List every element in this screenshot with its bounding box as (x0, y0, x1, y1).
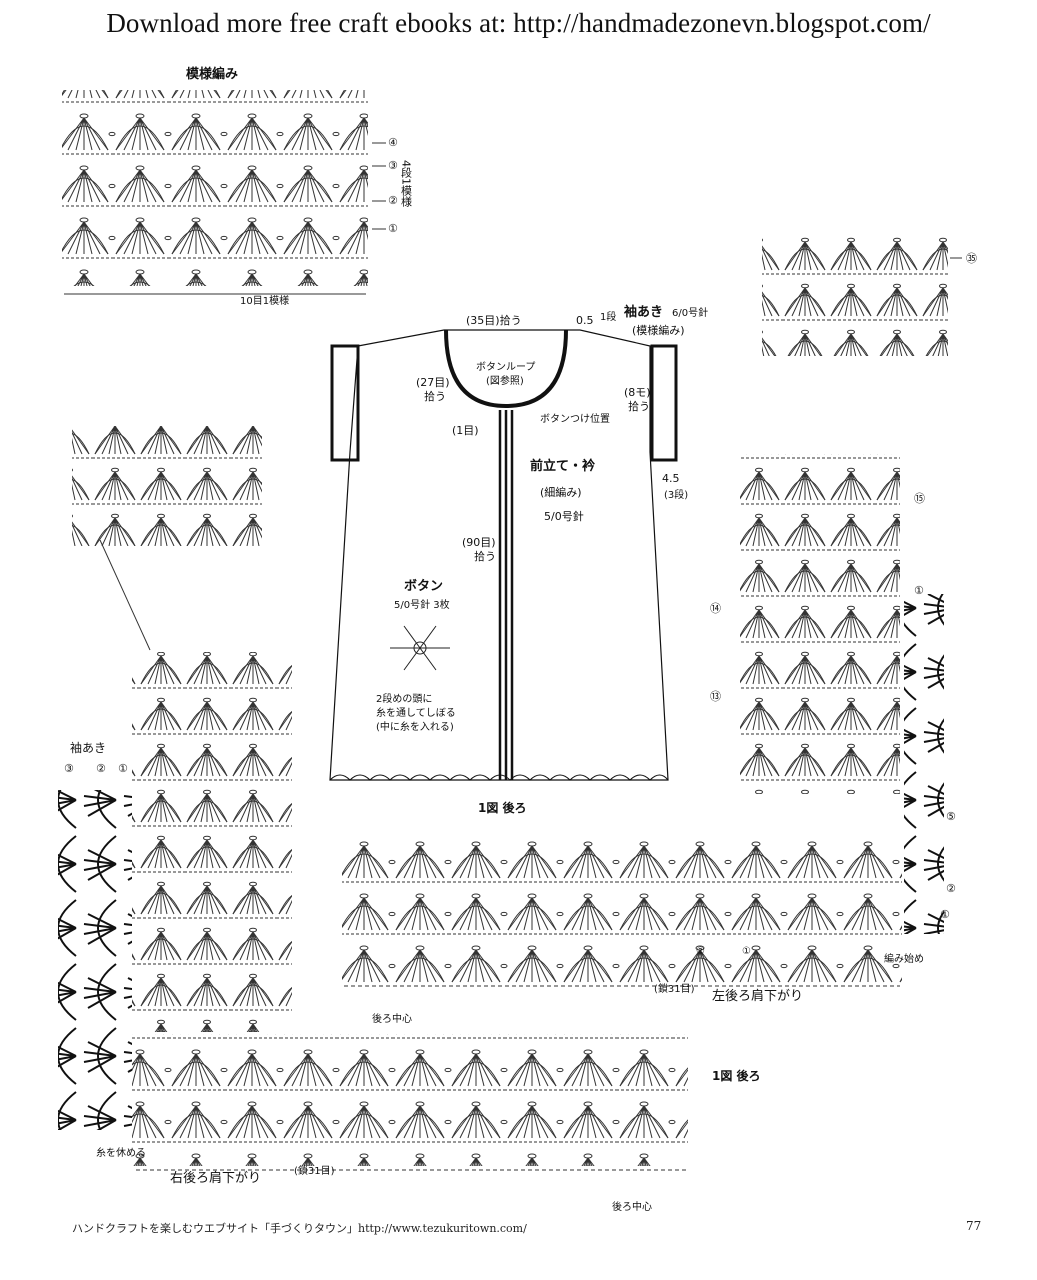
front-pick-label: (90目) (462, 536, 496, 549)
button-loop-label: ボタンループ (476, 361, 535, 373)
left-pick-label: (27目) (416, 376, 450, 389)
swatch-bottom-label: 10目1模様 (240, 294, 289, 307)
lower-chart-top: 編み始め ② ① (鎖31目) 左後ろ肩下がり 後ろ中心 (342, 838, 924, 1025)
right-mark-14: ⑭ (710, 602, 721, 615)
sleeve-needle: 6/0号針 (672, 306, 708, 319)
button-note-3: (中に糸を入れる) (376, 720, 454, 733)
figure-label-upper: 1図 後ろ (478, 800, 527, 815)
button-note-1: 2段めの頭に (376, 692, 432, 705)
right-sleeve-band (652, 346, 676, 460)
swatch-repeat-label: 4段1模様 (400, 160, 413, 207)
left-pick-label-2: 拾う (424, 389, 446, 403)
front-band (500, 410, 512, 780)
front-band-stitch: (細編み) (540, 485, 582, 499)
right-mark-1b: ① (940, 908, 950, 921)
back-center-top: 後ろ中心 (372, 1012, 412, 1025)
sleeve-opening-mark-3: ③ (64, 762, 74, 775)
left-shell-chart (72, 426, 262, 546)
sleeve-opening-title: 袖あき (70, 740, 106, 755)
back-center-bottom: 後ろ中心 (612, 1200, 652, 1213)
sleeve-stitch: (模様編み) (632, 323, 685, 337)
front-pick-label-2: 拾う (474, 549, 496, 563)
lower-mark-1: ① (742, 946, 751, 957)
swatch-title: 模様編み (186, 66, 238, 82)
left-chain-label: (鎖31目) (654, 982, 695, 995)
right-pick-label-2: 拾う (628, 399, 650, 413)
top-right-mark: ㉟ (966, 252, 977, 265)
left-shoulder-label: 左後ろ肩下がり (712, 988, 803, 1004)
sleeve-opening-mark-1: ① (118, 762, 128, 775)
swatch-row-1: ① (388, 222, 398, 235)
sleeve-title: 袖あき (624, 304, 663, 320)
page-number: 77 (966, 1219, 981, 1233)
front-band-title: 前立て・衿 (530, 458, 595, 474)
figure-label-lower: 1図 後ろ (712, 1068, 761, 1083)
sleeve-count-top: 0.5 (576, 314, 594, 327)
right-mark-15: ⑮ (914, 492, 925, 505)
right-mark-2: ② (946, 882, 956, 895)
pattern-swatch: 模様編み ④ ③ ② ① 4段1模様 10目1模様 (62, 66, 413, 307)
rest-yarn-label: 糸を休める (96, 1147, 146, 1159)
button-diagram (390, 626, 450, 670)
right-shoulder-label: 右後ろ肩下がり (170, 1170, 261, 1186)
right-mark-13: ⑬ (710, 690, 721, 703)
button-spec: 5/0号針 3枚 (394, 598, 450, 611)
button-title: ボタン (404, 578, 443, 594)
button-loop-ref: (図参照) (486, 374, 524, 387)
lower-chart-bottom: 1図 後ろ 糸を休める 右後ろ肩下がり (鎖31目) 後ろ中心 (96, 1034, 761, 1213)
footer-website: ハンドクラフトを楽しむウエブサイト「手づくりタウン」http://www.tez… (72, 1220, 527, 1236)
button-position-label: ボタンつけ位置 (540, 412, 610, 425)
start-label: 編み始め (884, 952, 924, 965)
swatch-row-4: ④ (388, 136, 398, 149)
lower-mark-2: ② (696, 946, 705, 957)
schematic-labels: (35目)拾う 0.5 1段 袖あき 6/0号針 (模様編み) ボタンループ (… (376, 304, 708, 815)
button-note-2: 糸を通してしぼる (376, 707, 456, 719)
neck-pick-label: (35目)拾う (466, 313, 522, 327)
sleeve-side-rows: (3段) (664, 488, 688, 501)
right-pick-label: (8モ) (624, 386, 651, 399)
front-band-needle: 5/0号針 (544, 509, 584, 523)
top-right-chart: ㉟ (762, 236, 977, 356)
right-mark-1a: ① (914, 584, 924, 597)
sleeve-side-size: 4.5 (662, 472, 680, 485)
sleeve-opening-mark-2: ② (96, 762, 106, 775)
one-stitch-label: (1目) (452, 424, 479, 437)
right-chain-label: (鎖31目) (294, 1164, 335, 1177)
swatch-row-2: ② (388, 194, 398, 207)
right-mark-5: ⑤ (946, 810, 956, 823)
sleeve-rows-top: 1段 (600, 310, 616, 323)
swatch-row-3: ③ (388, 159, 398, 172)
